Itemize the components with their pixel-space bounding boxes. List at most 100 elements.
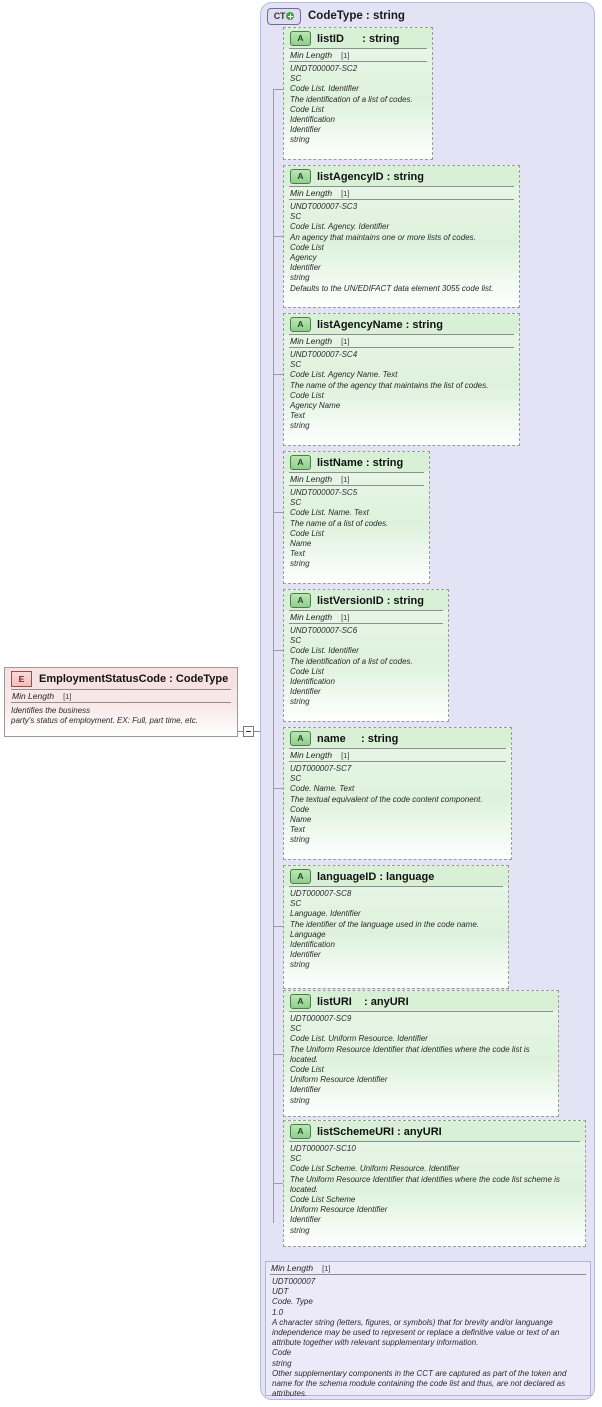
doc-line: UNDT000007-SC6 bbox=[290, 626, 358, 635]
doc-line: SC bbox=[290, 498, 302, 508]
attribute-facet-label: Min Length bbox=[290, 612, 333, 622]
attr-elbow bbox=[273, 236, 283, 237]
type-documentation: UDT000007 UDT Code. Type 1.0 A character… bbox=[266, 1275, 590, 1401]
element-connector-left bbox=[238, 731, 244, 732]
attribute-box-name[interactable]: A name : string Min Length [1] UDT000007… bbox=[283, 727, 512, 860]
doc-line: The identification of a list of codes. bbox=[290, 94, 413, 104]
doc-line: The identifier of the language used in t… bbox=[290, 919, 480, 929]
element-documentation: Identifies the business party's status o… bbox=[5, 703, 237, 729]
doc-line: UNDT000007-SC2 bbox=[290, 64, 358, 73]
doc-line: SC bbox=[290, 1154, 302, 1164]
attribute-documentation: UNDT000007-SC4 SC Code List. Agency Name… bbox=[284, 348, 519, 436]
attribute-documentation: UDT000007-SC10 SC Code List Scheme. Unif… bbox=[284, 1142, 585, 1240]
attribute-icon: A bbox=[290, 1124, 311, 1139]
attribute-header: A listSchemeURI : anyURI bbox=[284, 1121, 585, 1141]
tree-connector-spine bbox=[273, 89, 274, 1223]
attribute-box-listagencyid[interactable]: A listAgencyID : string Min Length [1] U… bbox=[283, 165, 520, 308]
doc-line: UDT bbox=[272, 1287, 289, 1297]
doc-line: Other supplementary components in the CC… bbox=[272, 1368, 567, 1399]
doc-line: string bbox=[290, 1095, 310, 1105]
doc-line: Name bbox=[290, 815, 312, 825]
doc-line: Name bbox=[290, 539, 312, 549]
attribute-icon: A bbox=[290, 869, 311, 884]
doc-line: Identification bbox=[290, 677, 335, 687]
attribute-icon: A bbox=[290, 994, 311, 1009]
doc-line: string bbox=[290, 421, 310, 431]
complextype-title: CodeType : string bbox=[308, 10, 405, 22]
attribute-box-listversionid[interactable]: A listVersionID : string Min Length [1] … bbox=[283, 589, 449, 722]
element-header: E EmploymentStatusCode : CodeType bbox=[5, 668, 237, 689]
doc-line: UNDT000007-SC4 bbox=[290, 350, 358, 359]
attribute-box-listschemeuri[interactable]: A listSchemeURI : anyURI UDT000007-SC10 … bbox=[283, 1120, 586, 1247]
attribute-icon: A bbox=[290, 593, 311, 608]
attribute-icon: A bbox=[290, 169, 311, 184]
attribute-facet-label: Min Length bbox=[290, 50, 333, 60]
doc-line: Code List Scheme. Uniform Resource. Iden… bbox=[290, 1164, 460, 1174]
attribute-box-listuri[interactable]: A listURI : anyURI UDT000007-SC9 SC Code… bbox=[283, 990, 559, 1117]
attr-elbow bbox=[273, 926, 283, 927]
attribute-icon: A bbox=[290, 731, 311, 746]
doc-line: Identifier bbox=[290, 1085, 321, 1095]
doc-line: Identifier bbox=[290, 125, 321, 135]
attribute-facet-row: Min Length [1] bbox=[289, 334, 514, 348]
doc-line: Language bbox=[290, 929, 326, 939]
attribute-header: A languageID : language bbox=[284, 866, 508, 886]
doc-line: 1.0 bbox=[272, 1307, 284, 1317]
doc-line: Identifier bbox=[290, 1215, 321, 1225]
doc-line: Code bbox=[272, 1348, 292, 1358]
complextype-header[interactable]: CT CodeType : string bbox=[267, 7, 405, 25]
attribute-facet-cardinality: [1] bbox=[341, 475, 350, 484]
doc-line: Text bbox=[290, 549, 305, 559]
collapse-toggle-icon[interactable] bbox=[243, 726, 254, 737]
attr-elbow bbox=[273, 374, 283, 375]
attribute-facet-row: Min Length [1] bbox=[289, 748, 506, 762]
attribute-header: A listURI : anyURI bbox=[284, 991, 558, 1011]
attribute-title: listVersionID : string bbox=[317, 594, 424, 607]
attribute-title: listName : string bbox=[317, 456, 404, 469]
attribute-header: A name : string bbox=[284, 728, 511, 748]
attribute-facet-cardinality: [1] bbox=[341, 613, 350, 622]
doc-line: SC bbox=[290, 74, 302, 84]
attribute-facet-label: Min Length bbox=[290, 188, 333, 198]
doc-line: Code List. Agency. Identifier bbox=[290, 222, 390, 232]
attribute-facet-row: Min Length [1] bbox=[289, 186, 514, 200]
attr-elbow bbox=[273, 1183, 283, 1184]
element-facet-cardinality: [1] bbox=[63, 692, 72, 701]
doc-line: Identifier bbox=[290, 687, 321, 697]
attribute-facet-cardinality: [1] bbox=[341, 51, 350, 60]
element-doc-line: party's status of employment. EX: Full, … bbox=[11, 716, 198, 726]
attribute-divider bbox=[289, 886, 503, 887]
attr-elbow bbox=[273, 650, 283, 651]
attr-elbow bbox=[273, 788, 283, 789]
plus-icon bbox=[286, 12, 295, 20]
ct-expand-icon[interactable]: CT bbox=[267, 7, 301, 25]
attribute-box-languageid[interactable]: A languageID : language UDT000007-SC8 SC… bbox=[283, 865, 509, 989]
doc-line: Identification bbox=[290, 940, 335, 950]
doc-line: Code List. Name. Text bbox=[290, 508, 369, 518]
doc-line: UNDT000007-SC3 bbox=[290, 202, 358, 211]
attribute-box-listid[interactable]: A listID : string Min Length [1] UNDT000… bbox=[283, 27, 433, 160]
attribute-facet-label: Min Length bbox=[290, 750, 333, 760]
doc-line: string bbox=[290, 697, 310, 707]
ct-icon-label: CT bbox=[273, 10, 286, 21]
attribute-documentation: UNDT000007-SC2 SC Code List. Identifier … bbox=[284, 62, 432, 150]
doc-line: string bbox=[290, 960, 310, 970]
attribute-box-listagencyname[interactable]: A listAgencyName : string Min Length [1]… bbox=[283, 313, 520, 446]
element-box-employmentstatuscode[interactable]: E EmploymentStatusCode : CodeType Min Le… bbox=[4, 667, 238, 737]
doc-line: The Uniform Resource Identifier that ide… bbox=[290, 1044, 530, 1064]
attribute-divider bbox=[289, 1011, 553, 1012]
attribute-box-listname[interactable]: A listName : string Min Length [1] UNDT0… bbox=[283, 451, 430, 584]
attribute-documentation: UDT000007-SC9 SC Code List. Uniform Reso… bbox=[284, 1012, 558, 1110]
doc-line: Code. Name. Text bbox=[290, 784, 355, 794]
attr-elbow bbox=[273, 1054, 283, 1055]
attribute-title: listAgencyName : string bbox=[317, 318, 443, 331]
doc-line: string bbox=[290, 135, 310, 145]
doc-line: Code. Type bbox=[272, 1297, 313, 1307]
doc-line: Code List bbox=[290, 528, 324, 538]
doc-line: Identification bbox=[290, 115, 335, 125]
doc-line: The identification of a list of codes. bbox=[290, 656, 413, 666]
doc-line: UDT000007-SC7 bbox=[290, 764, 352, 773]
element-facet-row: Min Length [1] bbox=[11, 689, 231, 703]
doc-line: An agency that maintains one or more lis… bbox=[290, 232, 476, 242]
